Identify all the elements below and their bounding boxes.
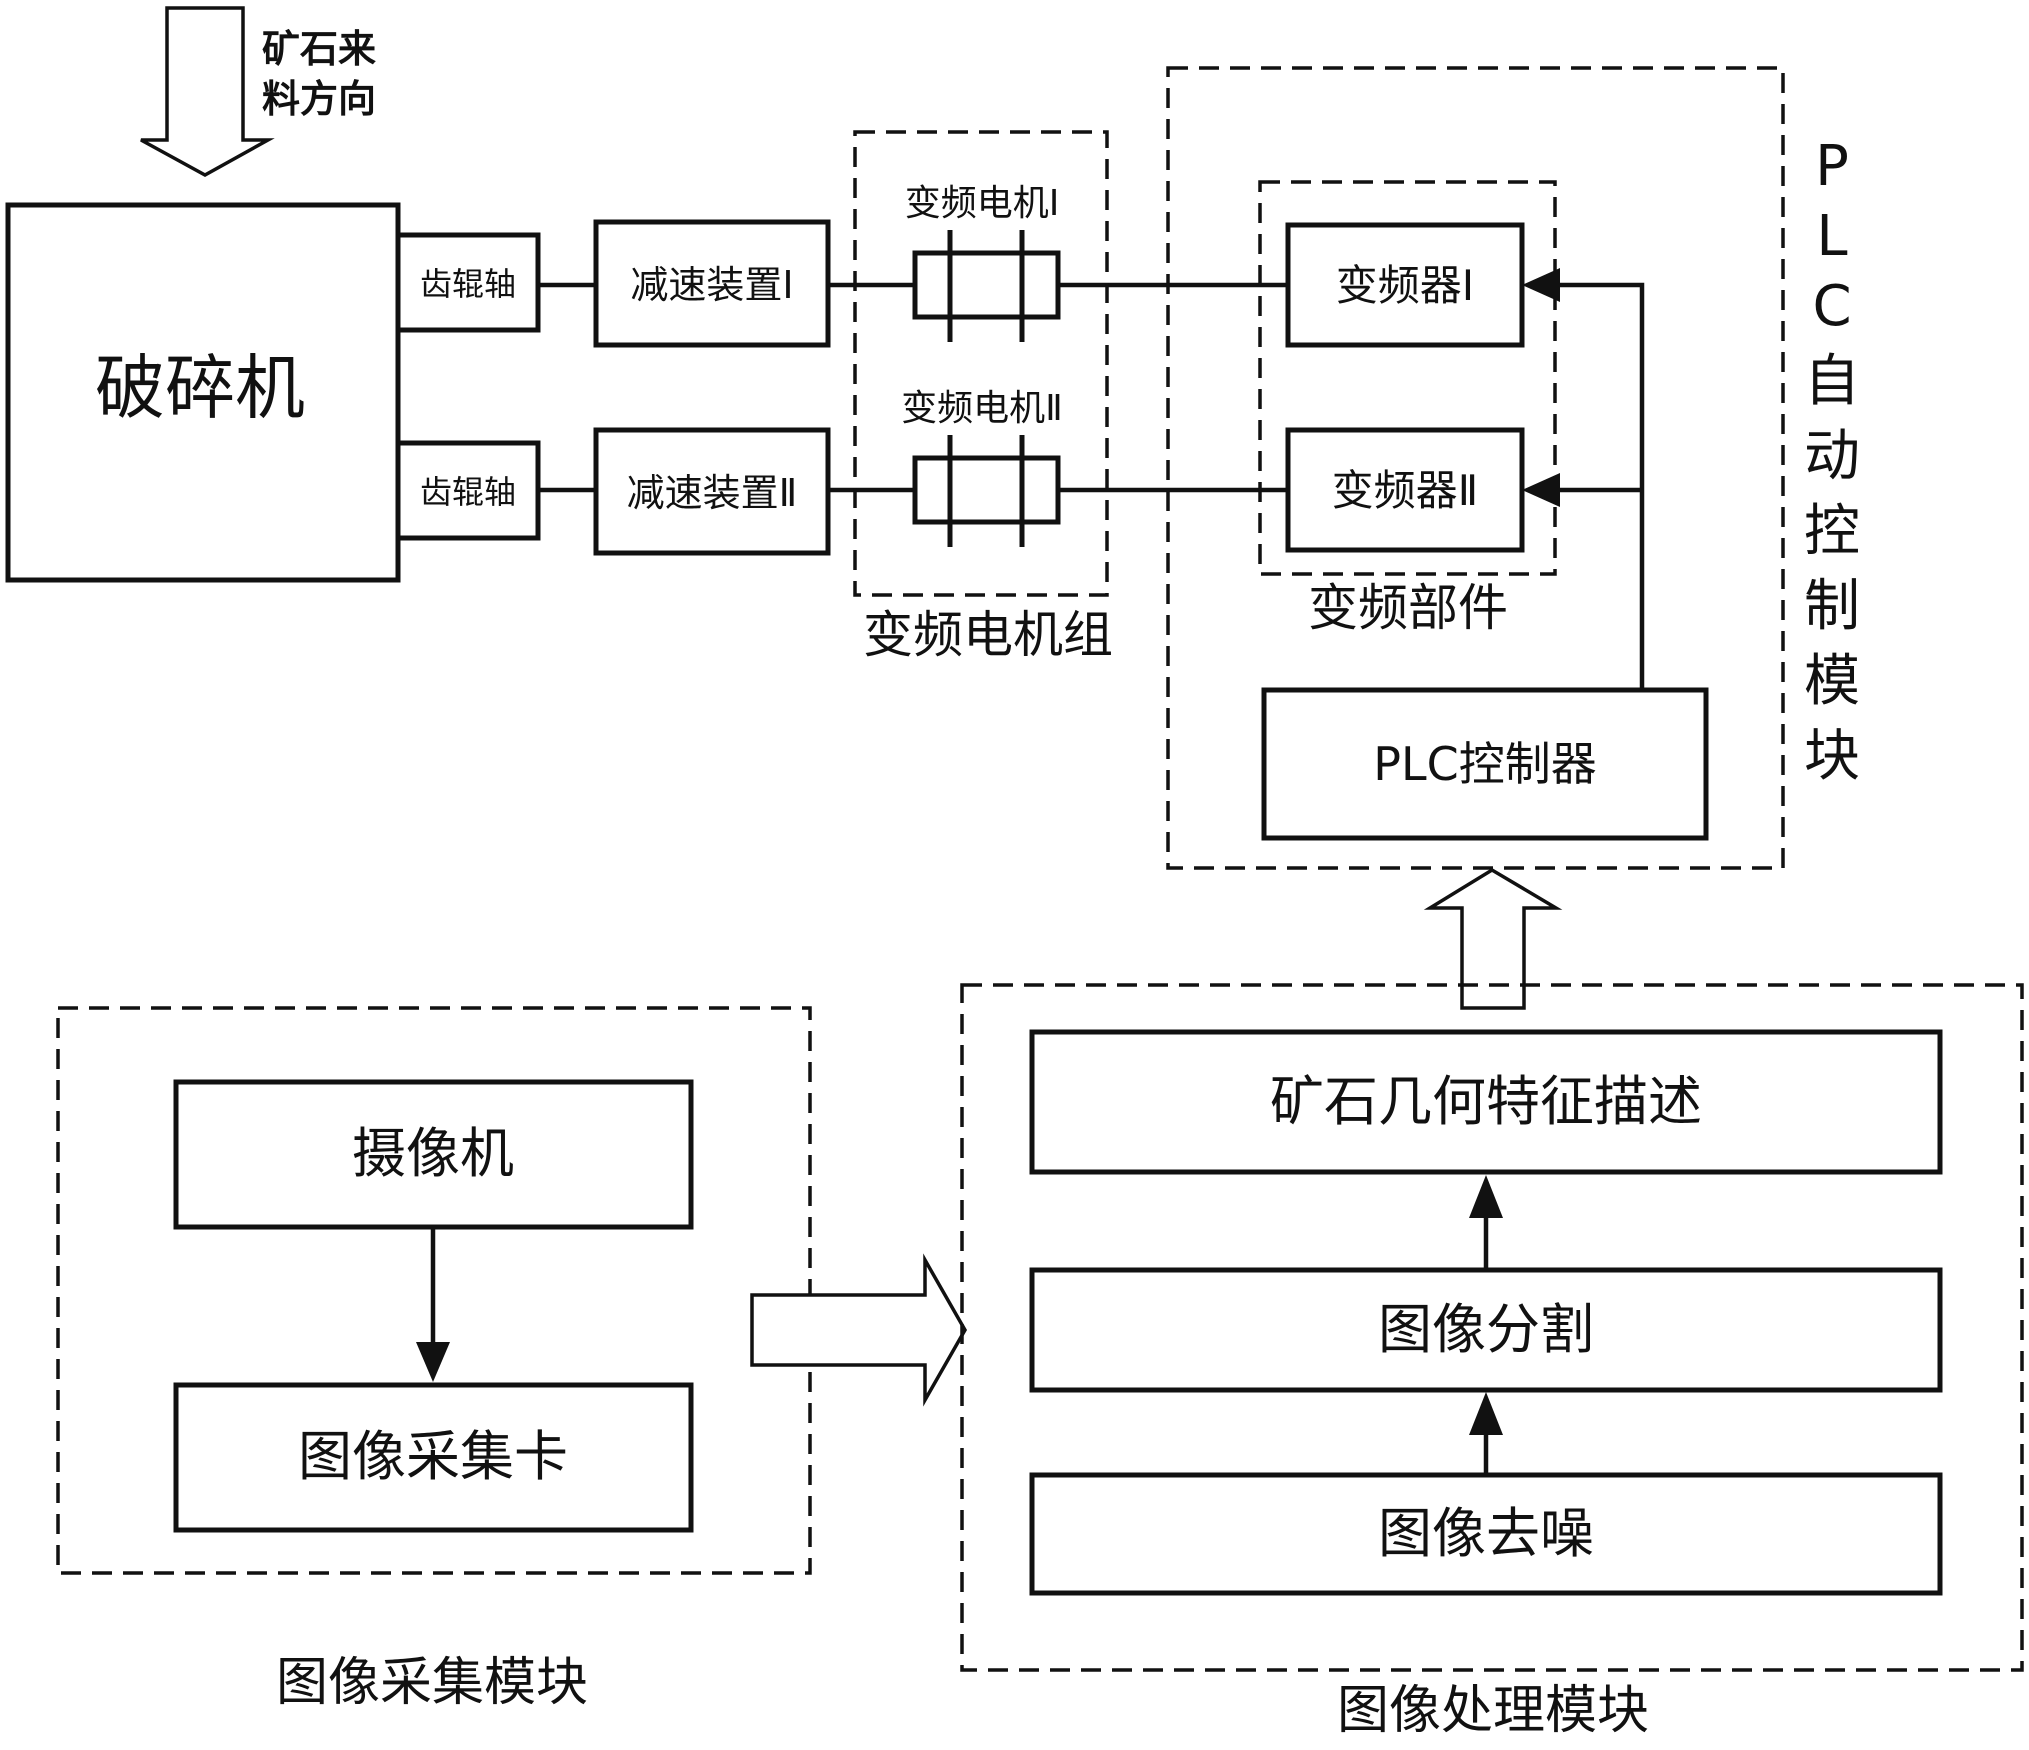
reducer-1-label: 减速装置Ⅰ (630, 263, 793, 307)
denoising-to-segmentation-arrowhead (1469, 1392, 1503, 1435)
acquisition-to-processing-arrow (750, 1253, 968, 1407)
acquisition-module-label: 图像采集模块 (276, 1653, 588, 1713)
arrowhead-to-inverter-1 (1522, 268, 1560, 302)
inverter-2-box (1285, 427, 1525, 553)
svg-text:C: C (1812, 274, 1851, 339)
inverter-2-label: 变频器Ⅱ (1332, 466, 1479, 515)
reducer-2-box (593, 427, 831, 556)
processing-to-plc-arrow (1423, 867, 1563, 1010)
motor-1-label: 变频电机Ⅰ (905, 183, 1060, 224)
acquisition-module-frame (56, 1006, 812, 1575)
plc-feedback-line (1558, 282, 1645, 690)
plc-controller-label: PLC控制器 (1373, 737, 1597, 791)
roller-shaft-2-box (395, 440, 541, 541)
svg-text:P: P (1815, 134, 1849, 199)
arrowhead-to-inverter-2 (1522, 473, 1560, 507)
inverter-unit-label: 变频部件 (1308, 579, 1508, 637)
motor-2-label: 变频电机Ⅱ (901, 388, 1063, 429)
camera-box (173, 1079, 694, 1230)
capture-card-label: 图像采集卡 (298, 1425, 568, 1488)
feature-description-label: 矿石几何特征描述 (1270, 1070, 1702, 1133)
reducer-2-label: 减速装置Ⅱ (627, 471, 798, 515)
camera-label: 摄像机 (352, 1122, 514, 1185)
ore-feed-arrow (140, 6, 275, 177)
svg-text:L: L (1816, 204, 1847, 269)
segmentation-to-feature-arrowhead (1469, 1175, 1503, 1218)
denoising-label: 图像去噪 (1378, 1502, 1594, 1565)
svg-text:自: 自 (1804, 349, 1860, 414)
crusher-label: 破碎机 (95, 347, 305, 429)
motor-1-symbol (912, 250, 1061, 320)
inverter-1-label: 变频器Ⅰ (1336, 261, 1474, 310)
motor-2-symbol (912, 455, 1061, 525)
motor-group-label: 变频电机组 (863, 606, 1113, 664)
roller-shaft-1-box (395, 232, 541, 333)
plc-module-title: P L C 自 动 控 制 模 块 (1804, 134, 1860, 789)
segmentation-label: 图像分割 (1378, 1298, 1594, 1361)
denoising-box (1029, 1472, 1943, 1596)
crusher-box (5, 202, 401, 583)
plc-controller-box (1261, 687, 1709, 841)
segmentation-box (1029, 1267, 1943, 1393)
feature-description-box (1029, 1029, 1943, 1175)
svg-text:控: 控 (1804, 499, 1860, 564)
inverter-1-box (1285, 222, 1525, 348)
plc-module-frame (1166, 66, 1785, 870)
svg-text:动: 动 (1804, 424, 1860, 489)
processing-module-frame (960, 983, 2024, 1672)
capture-card-box (173, 1382, 694, 1533)
svg-text:模: 模 (1804, 649, 1860, 714)
motor-group-frame (853, 130, 1109, 597)
reducer-1-box (593, 219, 831, 348)
roller-shaft-2-label: 齿辊轴 (420, 473, 516, 511)
roller-shaft-1-label: 齿辊轴 (420, 265, 516, 303)
processing-module-label: 图像处理模块 (1337, 1681, 1649, 1741)
ore-feed-label-line1: 矿石来 (262, 27, 376, 71)
ore-feed-label-line2: 料方向 (262, 77, 376, 121)
svg-text:块: 块 (1804, 724, 1860, 789)
svg-text:制: 制 (1804, 574, 1860, 639)
camera-to-card-arrowhead (416, 1342, 450, 1382)
inverter-unit-frame (1258, 180, 1557, 576)
